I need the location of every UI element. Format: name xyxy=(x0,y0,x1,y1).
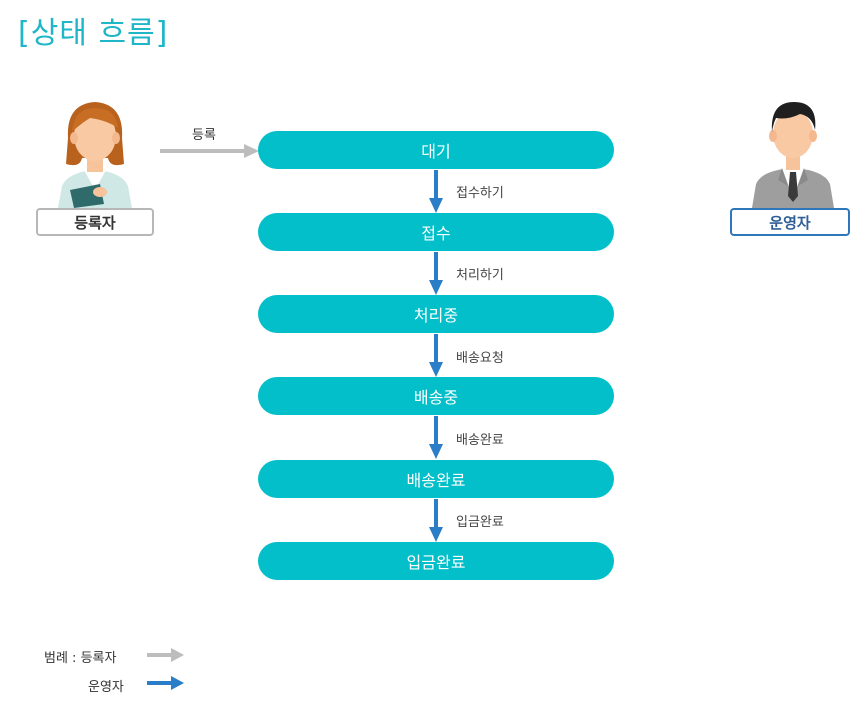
register-label: 등록 xyxy=(192,128,216,143)
legend-operator-arrow xyxy=(147,675,185,691)
transition-label-2: 처리하기 xyxy=(456,268,504,283)
operator-badge: 운영자 xyxy=(730,208,850,236)
state-processing: 처리중 xyxy=(258,295,614,333)
transition-label-1: 접수하기 xyxy=(456,186,504,201)
transition-arrow-4 xyxy=(428,416,444,460)
transition-arrow-5 xyxy=(428,499,444,543)
state-waiting: 대기 xyxy=(258,131,614,169)
transition-arrow-3 xyxy=(428,334,444,378)
state-shipping: 배송중 xyxy=(258,377,614,415)
legend-operator-label: 운영자 xyxy=(88,680,124,695)
state-shipped: 배송완료 xyxy=(258,460,614,498)
transition-arrow-1 xyxy=(428,170,444,214)
register-arrow xyxy=(160,143,260,159)
transition-label-4: 배송완료 xyxy=(456,433,504,448)
state-paid: 입금완료 xyxy=(258,542,614,580)
registrant-badge: 등록자 xyxy=(36,208,154,236)
legend-registrant-arrow xyxy=(147,647,185,663)
registrant-avatar xyxy=(50,98,140,208)
operator-avatar xyxy=(748,98,838,208)
transition-label-5: 입금완료 xyxy=(456,515,504,530)
transition-label-3: 배송요청 xyxy=(456,351,504,366)
state-received: 접수 xyxy=(258,213,614,251)
page-title: [상태 흐름] xyxy=(18,16,169,51)
transition-arrow-2 xyxy=(428,252,444,296)
legend-registrant-label: 범례 : 등록자 xyxy=(44,651,117,666)
